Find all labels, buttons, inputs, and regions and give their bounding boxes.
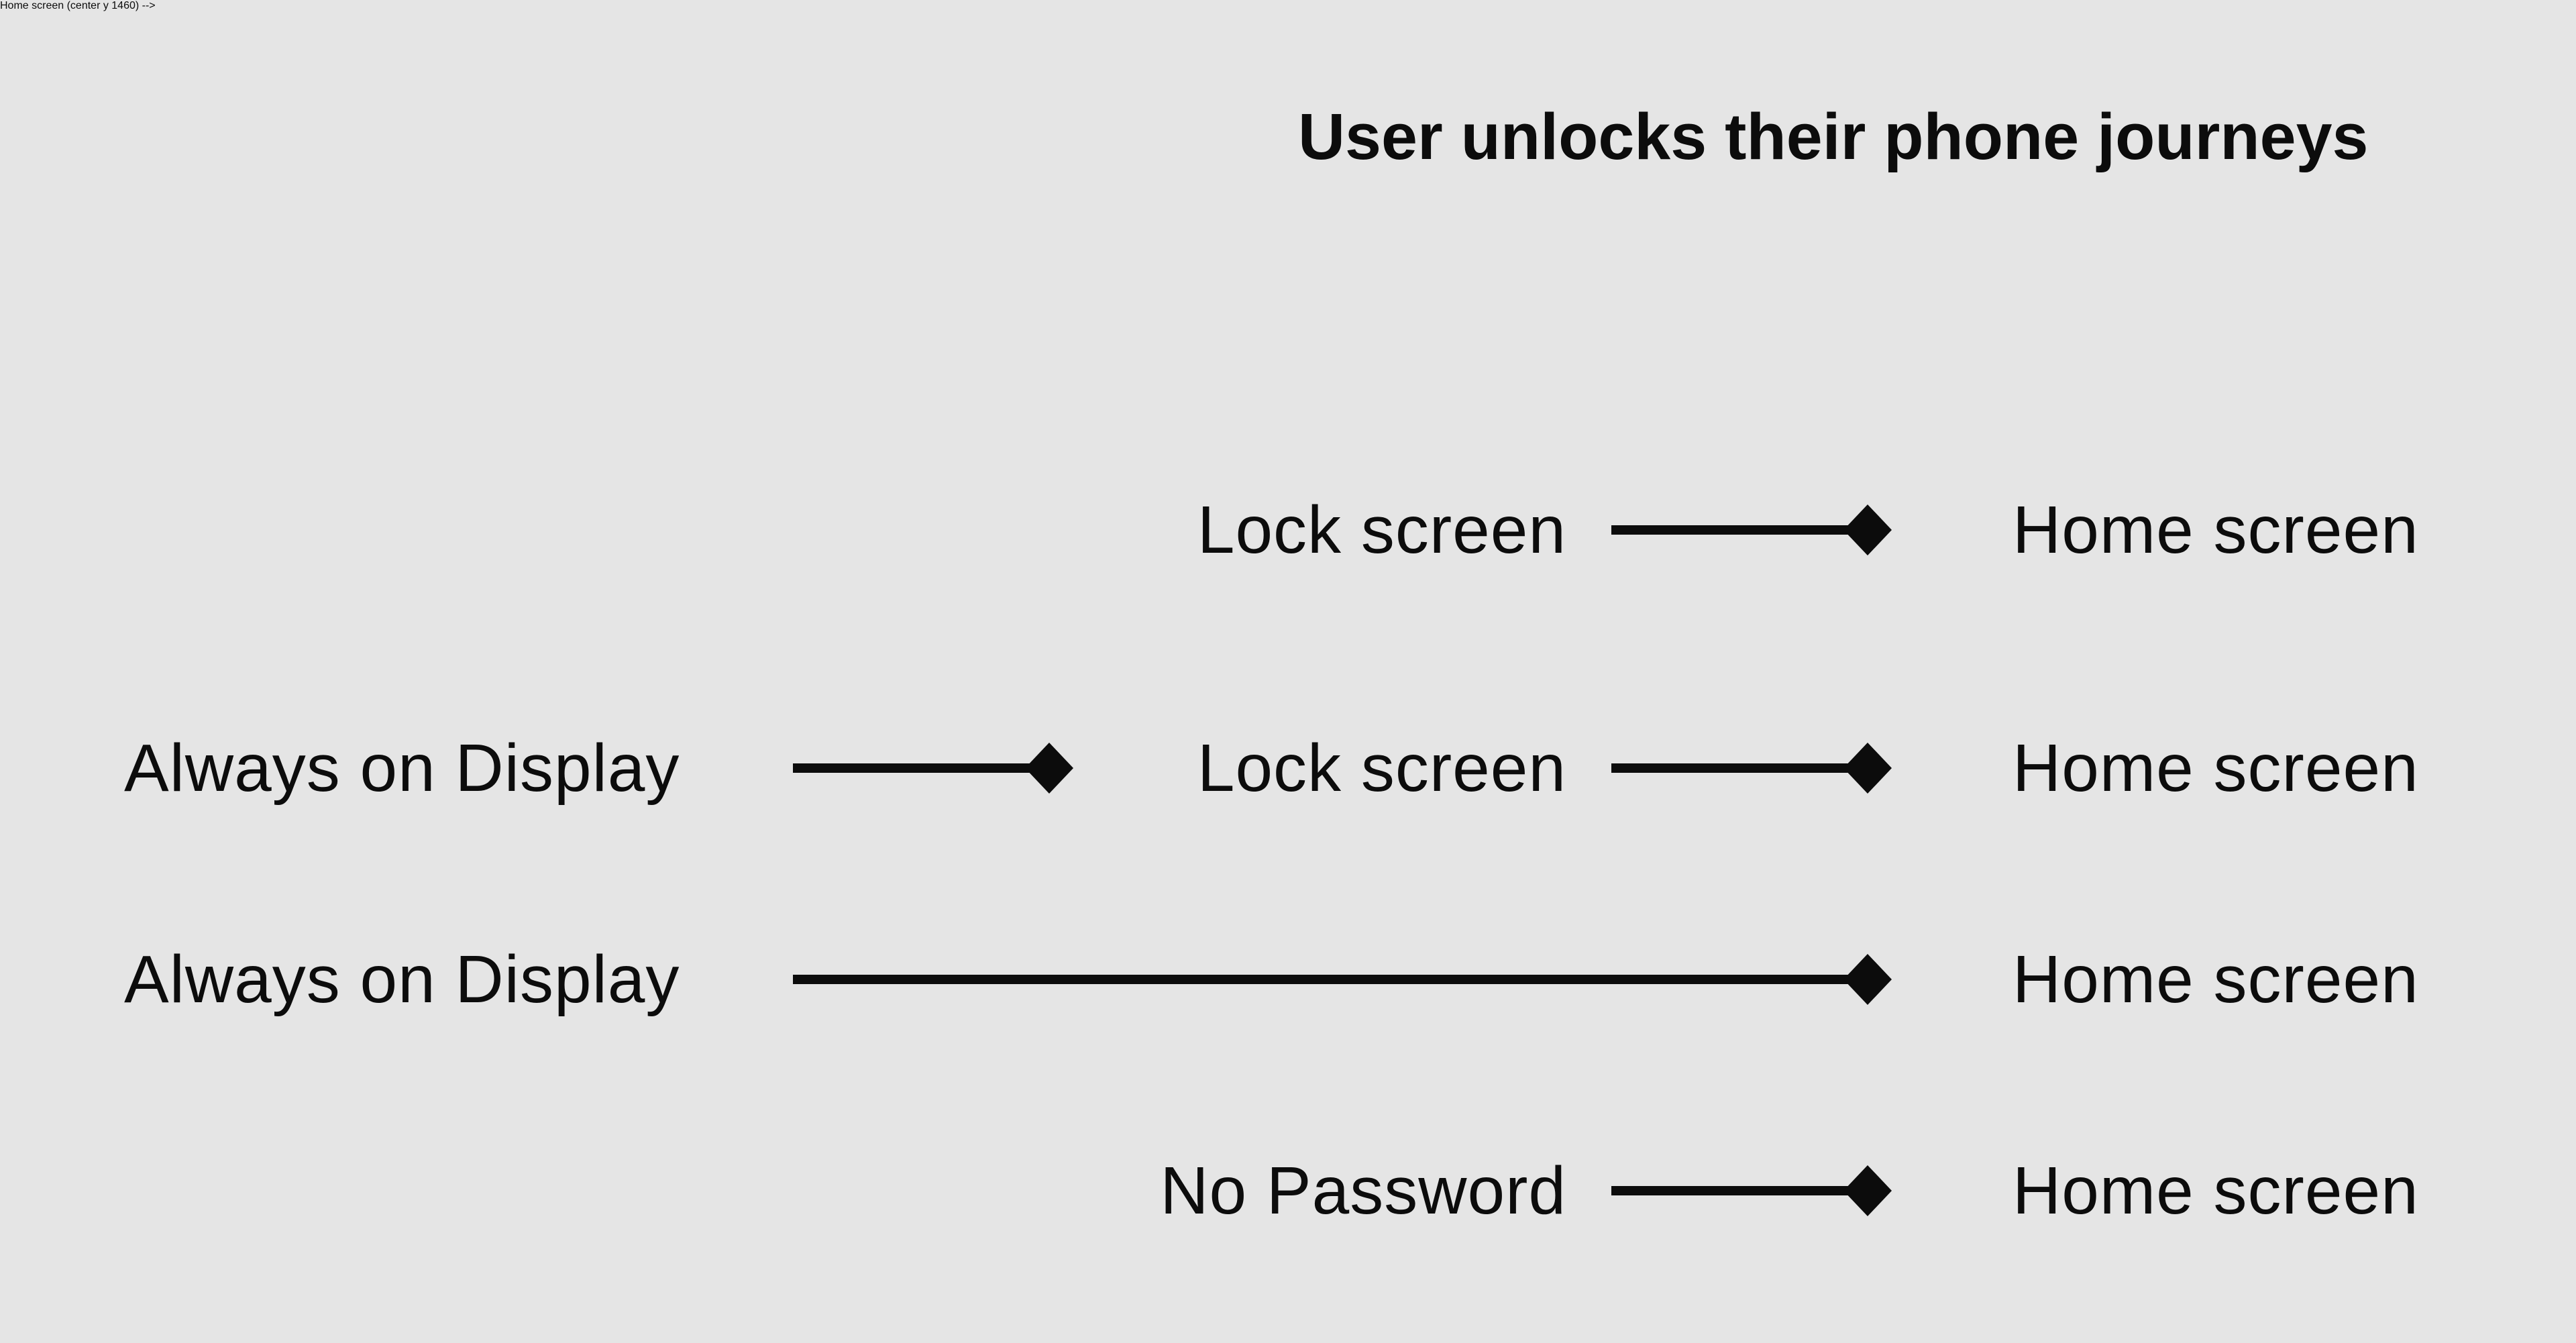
journey4-node-home-screen: Home screen bbox=[2012, 1153, 2419, 1228]
journey2-node-lock-screen: Lock screen bbox=[1197, 731, 1566, 806]
journey1-arrow bbox=[1611, 504, 1892, 555]
diamond-arrowhead-icon bbox=[1843, 1165, 1892, 1216]
journey1-node-home-screen: Home screen bbox=[2012, 492, 2419, 568]
diagram-title: User unlocks their phone journeys bbox=[1298, 100, 2369, 173]
diamond-arrowhead-icon bbox=[1843, 743, 1892, 794]
journey4-node-no-password: No Password bbox=[1160, 1153, 1566, 1228]
journey2-arrow-1 bbox=[793, 743, 1073, 794]
diamond-arrowhead-icon bbox=[1025, 743, 1073, 794]
journey2-node-always-on-display: Always on Display bbox=[124, 731, 680, 806]
journey4-arrow bbox=[1611, 1165, 1892, 1216]
diamond-arrowhead-icon bbox=[1843, 954, 1892, 1005]
journey2-node-home-screen: Home screen bbox=[2012, 731, 2419, 806]
journey2-arrow-2 bbox=[1611, 743, 1892, 794]
journey3-arrow bbox=[793, 954, 1892, 1005]
diamond-arrowhead-icon bbox=[1843, 504, 1892, 555]
journey1-node-lock-screen: Lock screen bbox=[1197, 492, 1566, 568]
journey3-node-always-on-display: Always on Display bbox=[124, 942, 680, 1017]
journey3-node-home-screen: Home screen bbox=[2012, 942, 2419, 1017]
